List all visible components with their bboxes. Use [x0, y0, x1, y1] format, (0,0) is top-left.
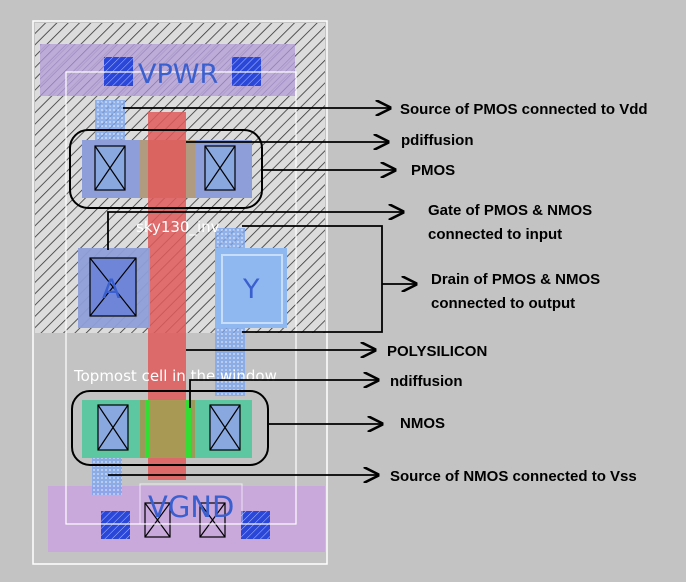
- ndiff-edge-left: [145, 400, 150, 458]
- arrow-gate: [107, 212, 403, 250]
- vgnd-contact-2: [199, 502, 226, 538]
- output-pin-region: [215, 248, 287, 328]
- annotation-nmos: NMOS: [400, 415, 445, 432]
- window-note-label: Topmost cell in the window: [73, 367, 277, 385]
- annotation-drain-line1: Drain of PMOS & NMOS: [431, 271, 600, 288]
- vgnd-label-box: [139, 483, 243, 525]
- output-pin-outline: [221, 254, 283, 324]
- annotation-pmos: PMOS: [411, 162, 455, 179]
- arrow-ndiffusion: [189, 380, 378, 408]
- input-pin-label: A: [102, 274, 121, 305]
- vgnd-rail: [48, 486, 325, 552]
- ndiff-edge-right: [186, 400, 191, 458]
- annotation-ndiffusion: ndiffusion: [390, 373, 462, 390]
- metal1-vdd-strap: [95, 100, 125, 145]
- vpwr-label: VPWR: [138, 59, 218, 90]
- vgnd-via-2: [241, 511, 270, 539]
- cell-name-label: sky130_inv: [136, 218, 220, 237]
- annotation-source-nmos: Source of NMOS connected to Vss: [390, 468, 637, 485]
- annotation-gate-line2: connected to input: [428, 226, 562, 243]
- output-pin-label: Y: [242, 274, 260, 305]
- pmos-callout-box: [69, 129, 263, 209]
- annotation-drain-line2: connected to output: [431, 295, 575, 312]
- nmos-callout-box: [71, 390, 269, 466]
- annotation-gate-line1: Gate of PMOS & NMOS: [428, 202, 592, 219]
- annotation-source-pmos: Source of PMOS connected to Vdd: [400, 101, 648, 118]
- vgnd-via-1: [101, 511, 130, 539]
- vgnd-contact-1: [144, 502, 171, 538]
- annotation-pdiffusion: pdiffusion: [401, 132, 473, 149]
- vgnd-label: VGND: [148, 490, 234, 524]
- drain-bracket: [242, 225, 383, 333]
- nmos-gate-overlap: [148, 400, 186, 458]
- annotation-polysilicon: POLYSILICON: [387, 343, 487, 360]
